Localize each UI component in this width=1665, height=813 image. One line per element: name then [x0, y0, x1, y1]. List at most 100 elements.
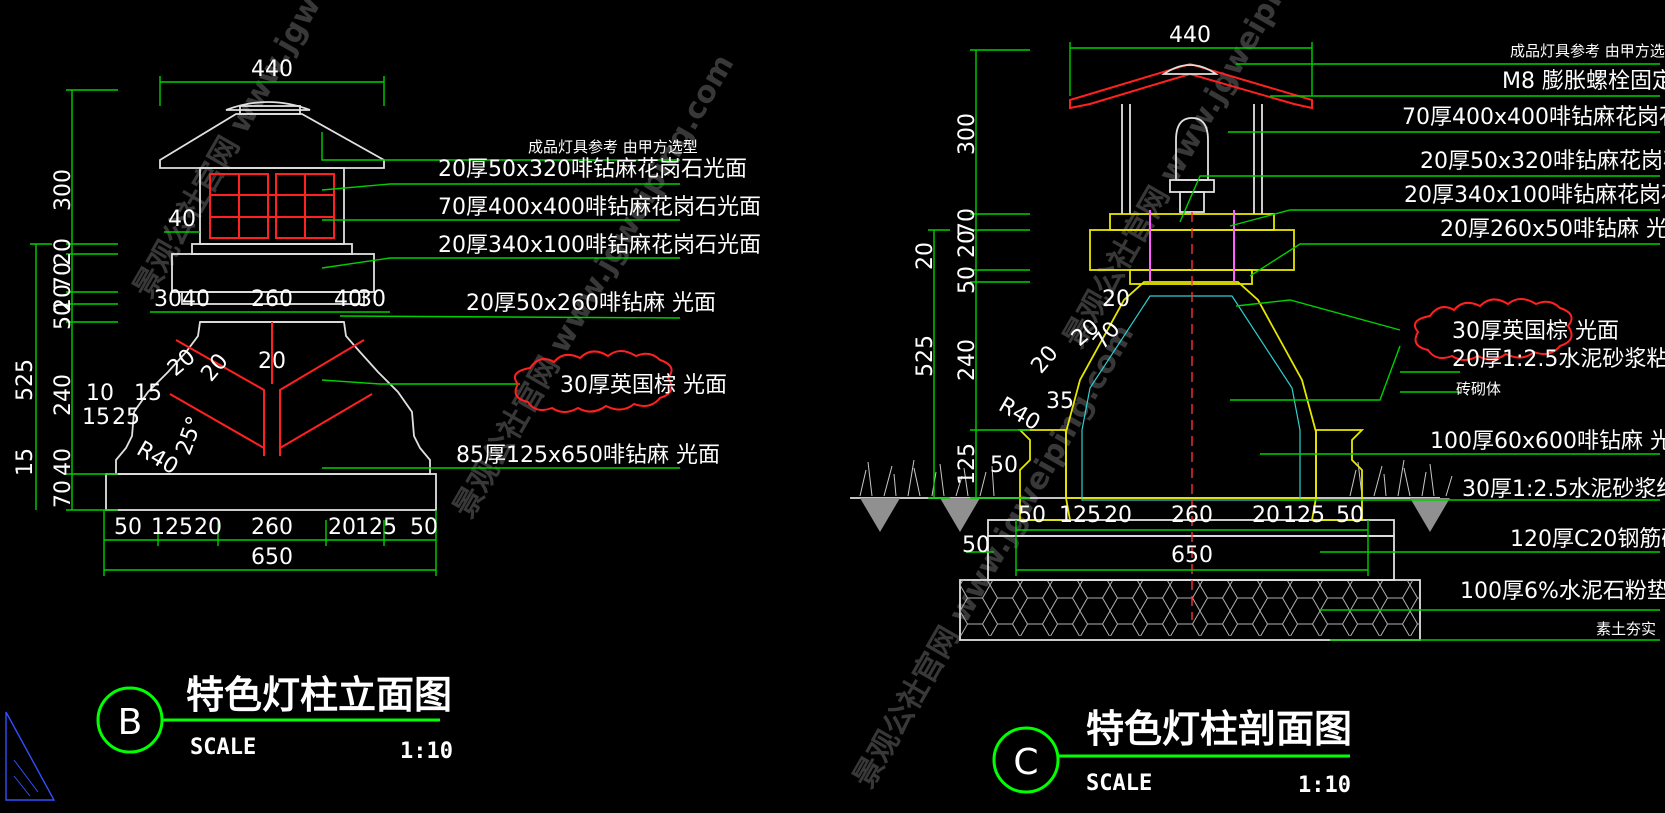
- elev-note-2: 70厚400x400啡钻麻花岗石光面: [438, 195, 761, 220]
- elev-dim-b-20a: 20: [194, 515, 222, 540]
- elev-dimension-lines: [30, 76, 437, 576]
- elev-leaders: [321, 132, 681, 469]
- sect-scale-value: 1:10: [1298, 773, 1351, 798]
- elev-dim-15: 15: [13, 448, 38, 476]
- elev-dim-20b: 20: [51, 284, 76, 312]
- elev-dim-20: 20: [51, 238, 76, 266]
- sect-dim-20b: 20: [913, 242, 938, 270]
- sect-dim-b-50b: 50: [1336, 503, 1364, 528]
- sect-dim-b-20b: 20: [1252, 503, 1280, 528]
- elev-note-1: 20厚50x320啡钻麻花岗石光面: [438, 157, 747, 182]
- sect-note-6: 30厚英国棕 光面: [1452, 319, 1619, 344]
- sect-note-2: 70厚400x400啡钻麻花岗石光面: [1402, 105, 1665, 130]
- sect-slope-stone: [1065, 281, 1317, 499]
- sect-title-circle: [992, 726, 1060, 794]
- sect-revision-cloud: [1414, 298, 1573, 361]
- elev-scale-value: 1:10: [400, 739, 453, 764]
- elev-dim-70: 70: [51, 262, 76, 290]
- elev-dim-15b: 15: [82, 405, 110, 430]
- sect-note-3: 20厚50x320啡钻麻花岗石光面: [1420, 149, 1665, 174]
- sect-dim-b-50a: 50: [1018, 503, 1046, 528]
- sect-dim-b-125a: 125: [1059, 503, 1101, 528]
- sect-note-1: M8 膨胀螺栓固定: [1502, 69, 1665, 94]
- sect-dim-20: 20: [955, 230, 980, 258]
- elev-dim-row-40a: 40: [182, 287, 210, 312]
- sect-dim-b-20a: 20: [1104, 503, 1132, 528]
- elev-lamp-cap: [225, 101, 311, 111]
- sect-dim-240: 240: [955, 339, 980, 381]
- elev-dim-row-40b: 40: [334, 287, 362, 312]
- elev-note-4: 20厚50x260啡钻麻 光面: [466, 291, 716, 316]
- elev-dim-40b: 40: [51, 448, 76, 476]
- sect-dim-35: 35: [1046, 389, 1074, 414]
- elev-note-6: 85厚125x650啡钻麻 光面: [456, 443, 720, 468]
- elev-note-5: 30厚英国棕 光面: [560, 373, 727, 398]
- sect-dimension-lines: [928, 42, 1369, 576]
- sect-dim-b-125b: 125: [1283, 503, 1325, 528]
- sect-dim-left-50: 50: [962, 533, 990, 558]
- sect-dim-70: 70: [955, 208, 980, 236]
- sect-dim-side-50: 50: [990, 453, 1018, 478]
- sect-dim-slope-20a: 20: [1102, 287, 1130, 312]
- elev-dim-240: 240: [51, 374, 76, 416]
- sect-mortar-layer: [987, 519, 1395, 537]
- elev-dim-angle: 25°: [171, 413, 208, 458]
- sect-gravel-layer: [960, 580, 1420, 636]
- sect-note-5: 20厚260x50啡钻麻 光面: [1440, 217, 1665, 242]
- elev-dim-300: 300: [51, 169, 76, 211]
- sect-lamp-bulb: [1175, 117, 1209, 181]
- sect-note-8: 砖砌体: [1456, 380, 1501, 398]
- elevation-view: 440 300 40 20 70 20 50 525 240 15 40 70 …: [5, 57, 761, 801]
- sect-note-7: 20厚1:2.5水泥砂浆粘结层: [1452, 347, 1665, 372]
- sect-title: 特色灯柱剖面图: [1086, 707, 1352, 751]
- elev-dim-b-20b: 20: [328, 515, 356, 540]
- elev-dim-b-125a: 125: [151, 515, 193, 540]
- elev-dim-525: 525: [13, 359, 38, 401]
- elev-scale-label: SCALE: [190, 735, 256, 760]
- sect-lamp-top: [1161, 64, 1219, 75]
- watermark-1: 景观公社官网 www.jgweiping.com: [127, 0, 422, 304]
- elev-note-0: 成品灯具参考 由甲方选型: [528, 138, 698, 156]
- sect-note-9: 100厚60x600啡钻麻 光面: [1430, 429, 1665, 454]
- sect-grass-right: [1349, 459, 1453, 497]
- sect-note-0: 成品灯具参考 由甲方选型: [1510, 42, 1665, 60]
- sect-dim-525: 525: [913, 335, 938, 377]
- sect-leaders: [1179, 63, 1660, 641]
- elev-dim-top-width: 440: [251, 57, 293, 82]
- watermark-4: 景观公社官网 www.jgweiping.com: [1057, 0, 1352, 354]
- section-view: 440 300 70 20 20 50 525 240 125 20 20 70…: [850, 23, 1665, 798]
- sect-dim-125: 125: [955, 443, 980, 485]
- elev-revision-cloud: [514, 350, 673, 413]
- elev-lamp-base: [191, 243, 353, 255]
- sect-dim-50: 50: [955, 266, 980, 294]
- elev-title: 特色灯柱立面图: [186, 673, 452, 717]
- elev-note-3: 20厚340x100啡钻麻花岗石光面: [438, 233, 761, 258]
- sect-dim-top-width: 440: [1169, 23, 1211, 48]
- sect-note-13: 素土夯实: [1596, 620, 1656, 638]
- sect-neck-stone: [1129, 269, 1253, 285]
- elev-dim-15a: 15: [134, 381, 162, 406]
- elev-base-slab: [105, 473, 437, 511]
- sect-title-letter: C: [1013, 742, 1038, 783]
- elev-dim-70b: 70: [51, 480, 76, 508]
- elev-dim-40: 40: [168, 207, 196, 232]
- elev-dim-50: 50: [51, 302, 76, 330]
- elev-dim-10: 10: [86, 381, 114, 406]
- elev-inlay-left: [169, 339, 265, 456]
- elev-dim-row-30b: 30: [358, 287, 386, 312]
- elev-granite-cap: [181, 291, 365, 305]
- elev-dim-b-50b: 50: [410, 515, 438, 540]
- sect-dim-b-260: 260: [1171, 503, 1213, 528]
- sect-note-4: 20厚340x100啡钻麻花岗石光面: [1404, 183, 1665, 208]
- sect-note-11: 120厚C20钢筋砼: [1510, 527, 1665, 552]
- elev-dim-slope-20c: 20: [258, 349, 286, 374]
- sect-lamp-roof: [1069, 62, 1313, 110]
- sect-note-12: 100厚6%水泥石粉垫层: [1460, 579, 1665, 604]
- elev-inlay-right: [279, 339, 373, 456]
- elev-dim-25: 25: [112, 405, 140, 430]
- elev-dim-total: 650: [251, 545, 293, 570]
- elev-dim-b-125b: 125: [355, 515, 397, 540]
- sect-dim-300: 300: [955, 113, 980, 155]
- sect-note-10: 30厚1:2.5水泥砂浆结合层: [1462, 477, 1665, 502]
- elev-dim-row-260: 260: [251, 287, 293, 312]
